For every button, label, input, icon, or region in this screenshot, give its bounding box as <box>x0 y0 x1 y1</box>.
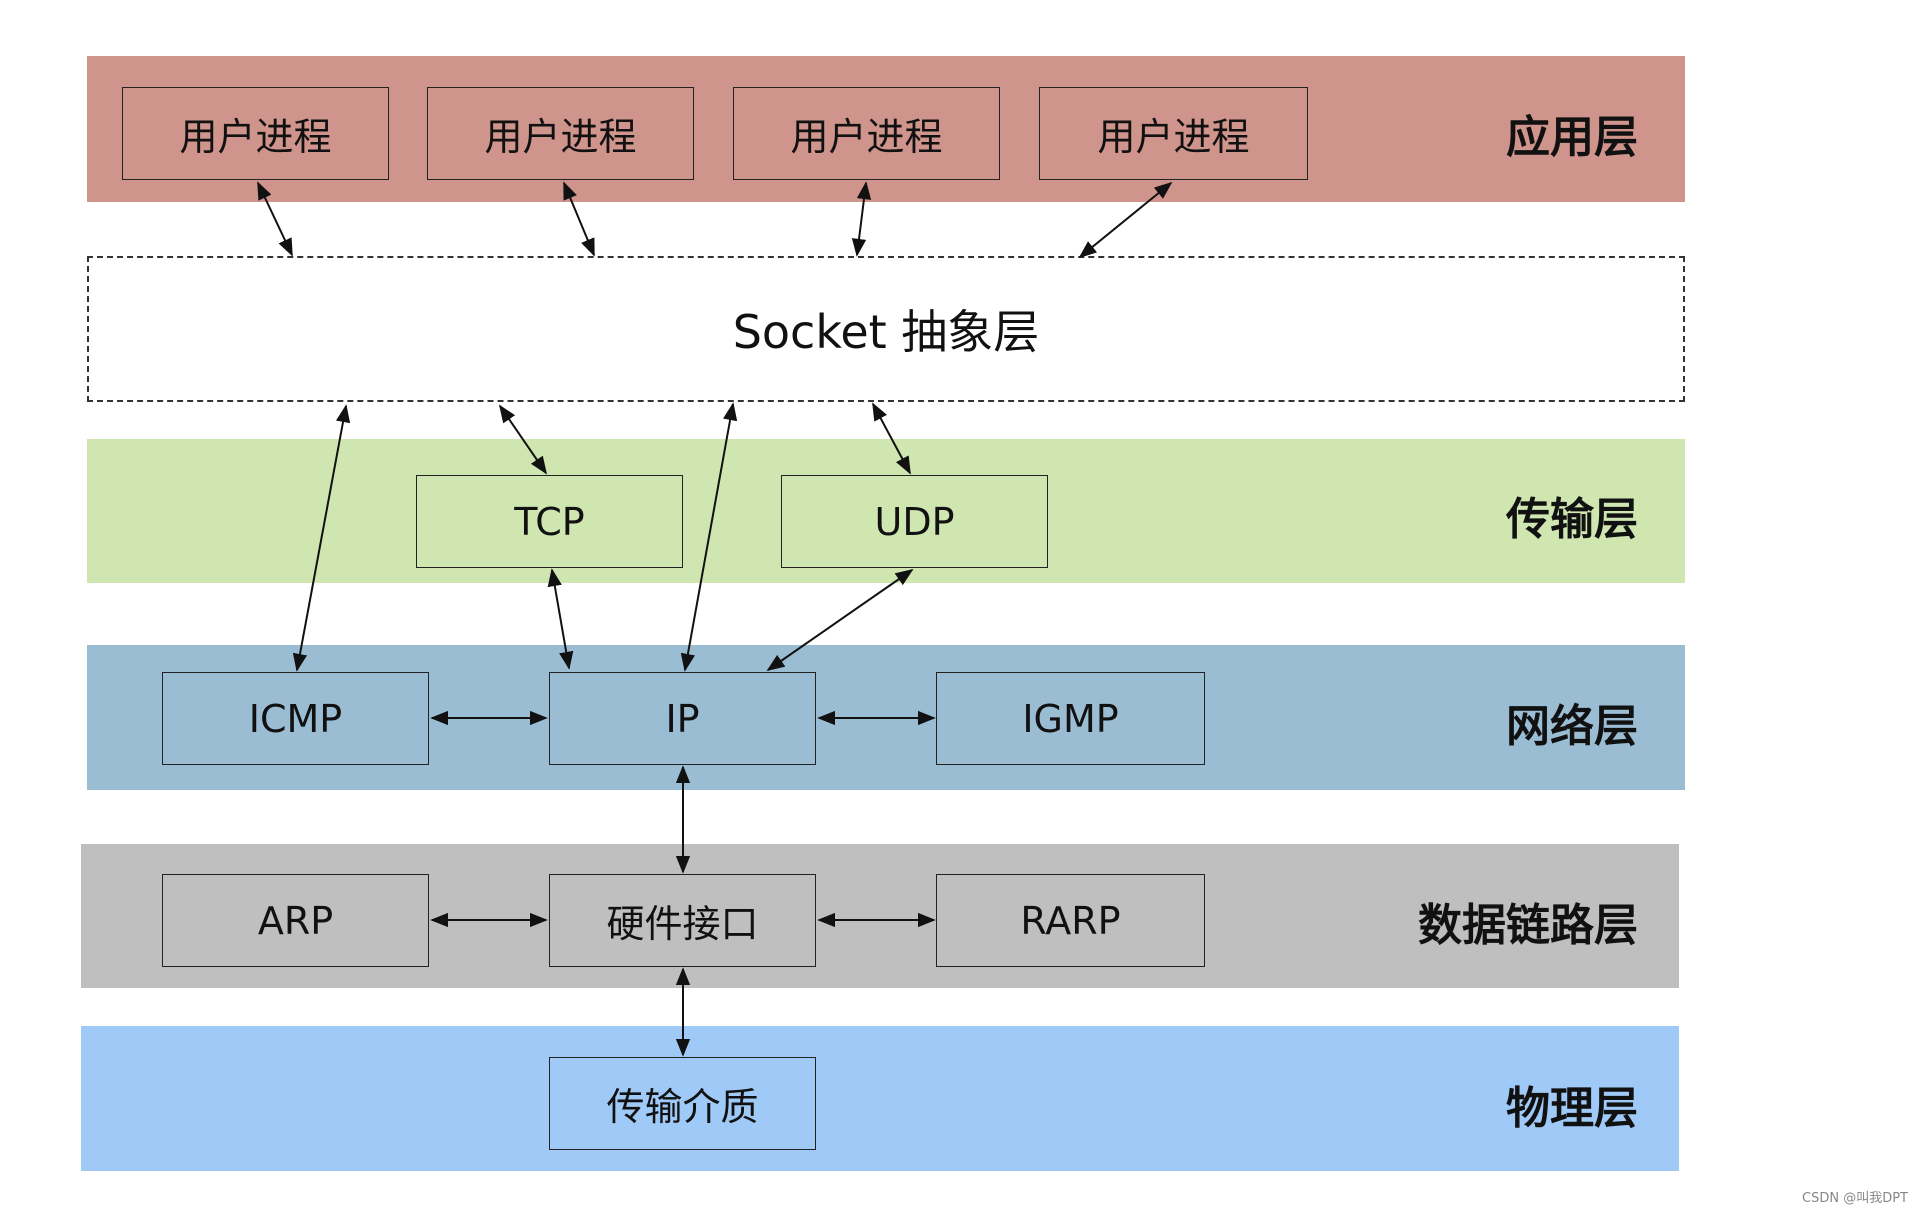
arrow-udp-ip <box>766 568 914 672</box>
socket-layer-label: Socket 抽象层 <box>732 305 1040 359</box>
tcp-box: TCP <box>416 475 683 568</box>
user-process-box-4: 用户进程 <box>1039 87 1308 180</box>
igmp-box: IGMP <box>936 672 1205 765</box>
network-layer-label: 网络层 <box>1506 701 1638 752</box>
arrow-tcp-ip <box>547 568 574 670</box>
ip-box: IP <box>549 672 816 765</box>
physical-layer-band: 传输介质 物理层 <box>81 1026 1679 1171</box>
transport-layer-label: 传输层 <box>1506 494 1638 545</box>
transport-layer-band: TCP UDP 传输层 <box>87 439 1685 583</box>
arrow-socket-udp <box>872 402 911 475</box>
arrow-process2-socket <box>563 181 595 257</box>
user-process-box-1: 用户进程 <box>122 87 389 180</box>
rarp-box: RARP <box>936 874 1205 967</box>
arrow-process4-socket <box>1078 181 1173 259</box>
arrow-socket-ip <box>680 402 738 672</box>
arrow-process1-socket <box>257 181 293 257</box>
user-process-box-3: 用户进程 <box>733 87 1000 180</box>
socket-layer-band: Socket 抽象层 <box>87 256 1685 402</box>
physical-layer-label: 物理层 <box>1506 1083 1638 1134</box>
hardware-interface-box: 硬件接口 <box>549 874 816 967</box>
datalink-layer-band: ARP 硬件接口 RARP 数据链路层 <box>81 844 1679 988</box>
udp-box: UDP <box>781 475 1048 568</box>
icmp-box: ICMP <box>162 672 429 765</box>
arrow-socket-icmp <box>292 404 351 672</box>
application-layer-label: 应用层 <box>1506 112 1638 163</box>
datalink-layer-label: 数据链路层 <box>1418 900 1638 951</box>
transmission-medium-box: 传输介质 <box>549 1057 816 1150</box>
arrow-socket-tcp <box>498 404 548 475</box>
application-layer-band: 用户进程 用户进程 用户进程 用户进程 应用层 <box>87 56 1685 202</box>
source-credit: CSDN @叫我DPT <box>1802 1191 1908 1206</box>
arp-box: ARP <box>162 874 429 967</box>
user-process-box-2: 用户进程 <box>427 87 694 180</box>
arrow-process3-socket <box>851 181 872 257</box>
